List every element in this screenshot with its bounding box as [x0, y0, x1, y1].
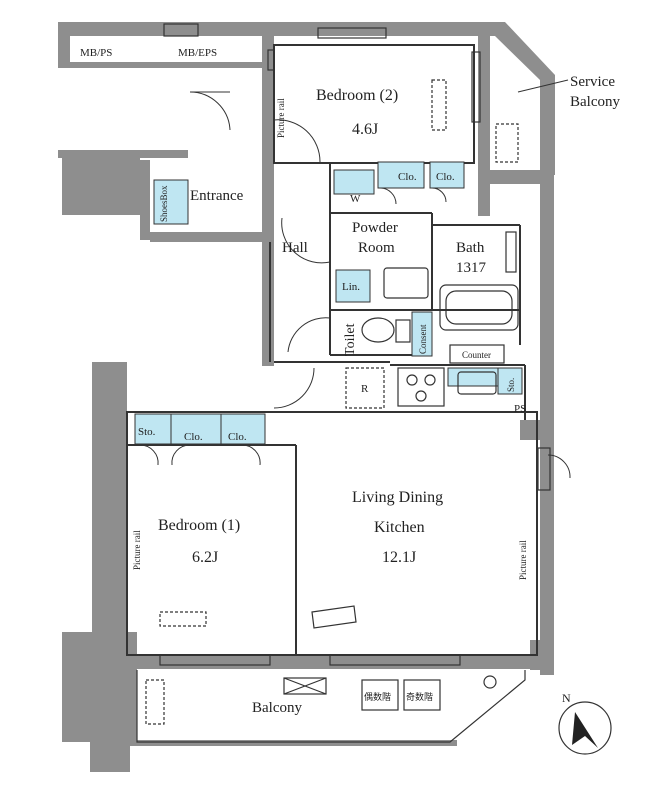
label-entrance: Entrance — [190, 188, 244, 204]
label-clo-c: Clo. — [184, 431, 203, 443]
label-lin: Lin. — [342, 281, 360, 293]
label-service-balcony-2: Balcony — [570, 94, 620, 110]
label-bedroom-1-area: 6.2J — [192, 549, 218, 566]
label-mb-eps: MB/EPS — [178, 47, 217, 59]
label-fridge: R — [361, 383, 369, 395]
label-counter: Counter — [462, 350, 491, 360]
label-picture-rail-left: Picture rail — [132, 530, 142, 570]
label-bath: Bath — [456, 240, 485, 256]
label-mb-ps: MB/PS — [80, 47, 112, 59]
label-balcony: Balcony — [252, 700, 302, 716]
label-toilet: Toilet — [343, 323, 358, 356]
label-hall: Hall — [282, 240, 308, 256]
label-shoes-box: ShoesBox — [159, 185, 169, 222]
label-clo-b: Clo. — [436, 171, 455, 183]
label-clo-a: Clo. — [398, 171, 417, 183]
label-bedroom-2: Bedroom (2) — [316, 87, 398, 104]
label-ldk-area: 12.1J — [382, 549, 416, 566]
label-w: W — [350, 193, 361, 205]
label-bedroom-2-area: 4.6J — [352, 121, 378, 138]
label-powder: Powder — [352, 220, 398, 236]
label-clo-d: Clo. — [228, 431, 247, 443]
label-north: N — [562, 691, 571, 705]
label-sto-kitchen: Sto. — [506, 378, 516, 392]
label-picture-rail-right: Picture rail — [518, 540, 528, 580]
door-swings — [139, 91, 571, 479]
label-service-balcony: Service — [570, 74, 615, 90]
label-powder-room: Room — [358, 240, 395, 256]
label-bedroom-1: Bedroom (1) — [158, 517, 240, 534]
label-hatch-odd: 奇数階 — [406, 691, 433, 702]
label-ldk: Living Dining — [352, 489, 443, 506]
service-balcony-pointer — [517, 79, 569, 93]
label-hatch-even: 偶数階 — [364, 691, 391, 702]
structural-walls — [58, 22, 555, 772]
label-ldk-kitchen: Kitchen — [374, 519, 425, 536]
label-consent: Consent — [418, 324, 428, 354]
fixtures — [136, 23, 551, 743]
north-arrow-icon — [558, 701, 612, 755]
label-ps: PS — [514, 403, 526, 415]
label-bath-size: 1317 — [456, 260, 487, 276]
room-labels: MB/PS MB/EPS Service Balcony Bedroom (2)… — [80, 47, 620, 716]
label-picture-rail-top: Picture rail — [276, 98, 286, 138]
interior-walls — [126, 44, 538, 656]
storage-units — [134, 161, 523, 445]
label-sto-bedroom: Sto. — [138, 426, 156, 438]
